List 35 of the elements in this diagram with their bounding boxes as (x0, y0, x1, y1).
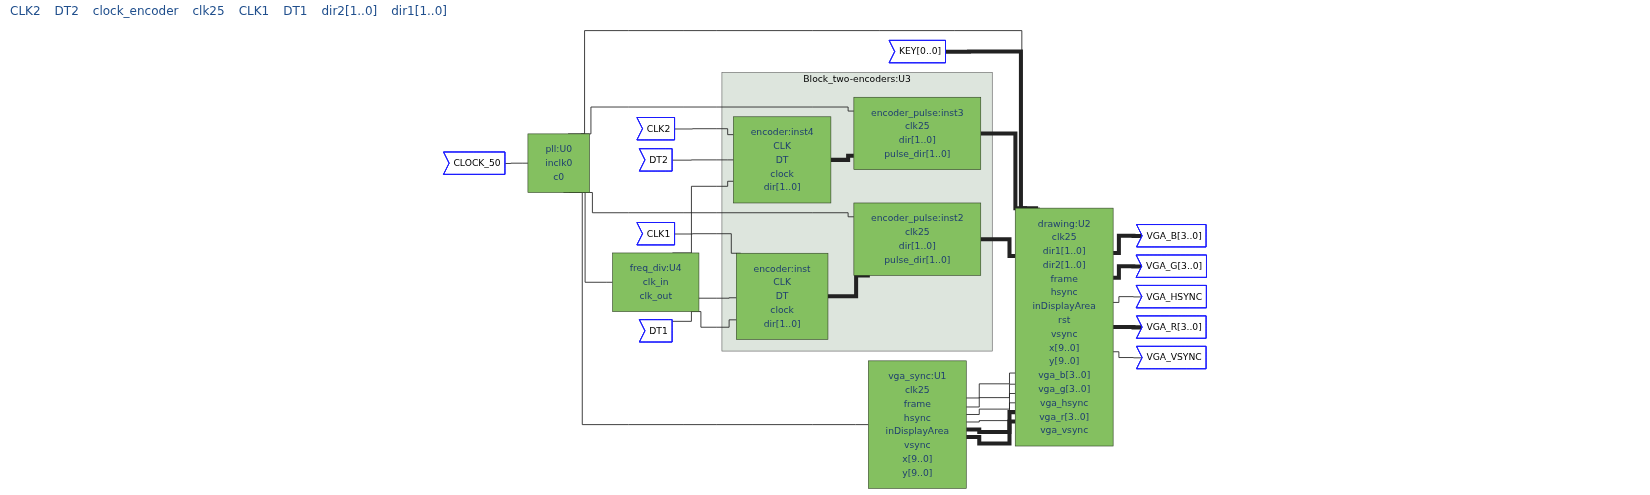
port-label: dir1[1..0] (391, 4, 447, 20)
node-box: freq_div:U4 clk_in clk_out (612, 252, 700, 312)
port-label: dir2[1..0] (321, 4, 378, 20)
connector (965, 372, 1016, 399)
connector (830, 153, 854, 162)
connector (966, 419, 1016, 446)
node-box: drawing:U2 clk25 dir1[1..0] dir2[1..0] frame hsync inDisplayArea rst vsync x[9..0] y[9..0] vga_b[3..0] vga_g[3..0] vga_hsync vga_r[3..0] vga_vsync (1014, 207, 1114, 447)
connector (827, 273, 870, 299)
node-box: encoder:inst4 CLK DT clock dir[1..0] (733, 116, 832, 204)
connector (966, 410, 1016, 435)
port-label: CLK1 (238, 4, 270, 20)
node-box: pll:U0 inclk0 c0 (527, 133, 590, 193)
connector (1112, 296, 1143, 303)
connector (965, 383, 1016, 408)
node-box: encoder_pulse:inst2 clk25 dir[1..0] pulse_dir[1..0] (853, 202, 982, 276)
connector (672, 159, 734, 161)
connector (965, 402, 1016, 423)
connector (980, 131, 1028, 211)
node-box: encoder:inst CLK DT clock dir[1..0] (736, 252, 829, 340)
connector (1113, 233, 1143, 256)
connector (1112, 351, 1143, 359)
connector (504, 162, 529, 164)
node-box: encoder_pulse:inst3 clk25 dir[1..0] pulse_dir[1..0] (853, 96, 982, 170)
connector (1113, 264, 1142, 280)
port-label: clock_encoder (92, 4, 179, 20)
connector (945, 49, 1039, 211)
connector (980, 237, 1016, 258)
port-label: CLK2 (10, 4, 41, 20)
port-label: clk25 (192, 4, 225, 20)
connector (965, 393, 1016, 415)
connector (1113, 325, 1143, 330)
connector (674, 128, 734, 136)
port-label: DT2 (54, 4, 79, 20)
port-label: DT1 (283, 4, 308, 20)
node-box: vga_sync:U1 clk25 frame hsync inDisplayArea vsync x[9..0] y[9..0] (868, 360, 967, 489)
